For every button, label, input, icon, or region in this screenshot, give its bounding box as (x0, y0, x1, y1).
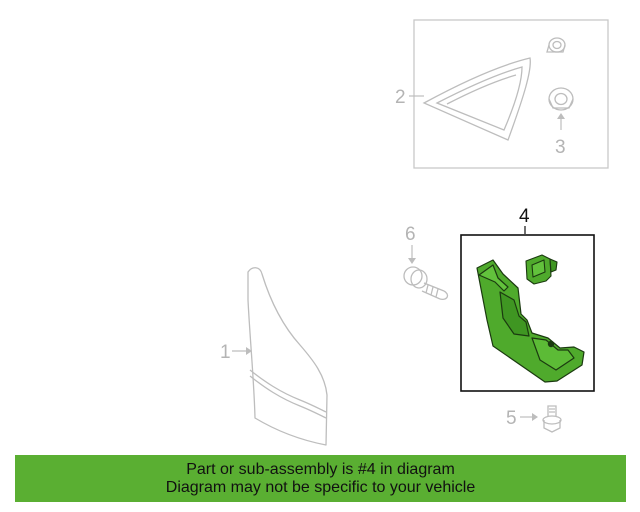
callout-6: 6 (405, 224, 416, 245)
part-4-frame (460, 234, 595, 392)
info-banner: Part or sub-assembly is #4 in diagram Di… (15, 455, 626, 502)
part-5-group: 5 (506, 405, 562, 433)
callout-4: 4 (519, 206, 530, 227)
part-6-group: 6 (403, 224, 449, 300)
banner-line-2: Diagram may not be specific to your vehi… (165, 478, 476, 496)
trim-panel-part-4[interactable] (476, 259, 585, 383)
callout-2: 2 (395, 87, 406, 108)
part-4-group: 4 (460, 206, 595, 392)
arrow-1 (246, 347, 252, 355)
arrow-6 (408, 258, 416, 264)
callout-5: 5 (506, 408, 517, 429)
mud-flap-part-1[interactable] (247, 267, 328, 446)
clip-icon (546, 37, 566, 53)
nut-part-3[interactable] (548, 87, 574, 111)
arrow-3 (557, 113, 565, 119)
part-2-group: 2 3 (395, 19, 609, 169)
callout-3: 3 (555, 137, 566, 158)
bolt-part-5[interactable] (542, 405, 562, 433)
arrow-5 (532, 413, 538, 421)
banner-line-1: Part or sub-assembly is #4 in diagram (186, 460, 455, 478)
quarter-glass-part-2[interactable] (422, 57, 531, 141)
screw-part-6[interactable] (403, 266, 449, 300)
callout-1: 1 (220, 342, 231, 363)
part-2-frame (413, 19, 609, 169)
part-1-group: 1 (220, 267, 328, 446)
clip-part-4[interactable] (525, 254, 558, 285)
